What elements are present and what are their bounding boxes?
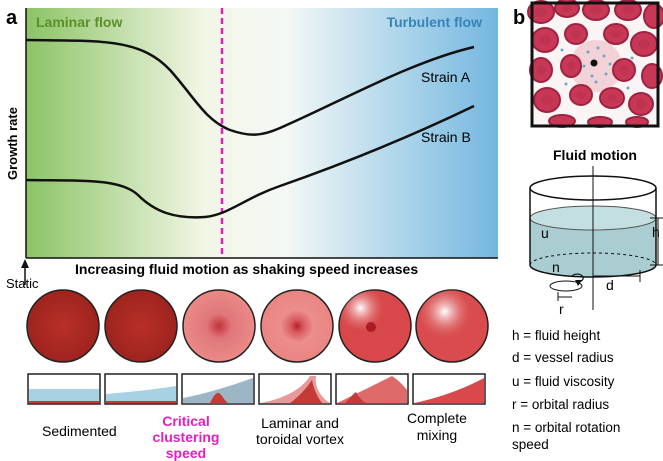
side-critical-before bbox=[104, 373, 178, 405]
strain-b-label: Strain B bbox=[421, 129, 471, 145]
strain-b-curve bbox=[25, 104, 475, 219]
legend-n: n = orbital rotation bbox=[512, 420, 620, 435]
turbulent-flow-label: Turbulent flow bbox=[387, 14, 482, 30]
flask-vortex bbox=[338, 289, 412, 363]
stage-complete-line2: mixing bbox=[417, 427, 457, 443]
side-mixing bbox=[412, 373, 486, 405]
strain-a-label: Strain A bbox=[421, 69, 471, 85]
panel-a-label: a bbox=[6, 7, 18, 29]
growth-plot: Laminar flow Turbulent flow Strain A Str… bbox=[5, 8, 498, 259]
vessel-diagram: h u d n r bbox=[529, 166, 663, 317]
static-arrow-head bbox=[21, 259, 29, 268]
panel-b-label: b bbox=[513, 7, 525, 29]
dim-n: n bbox=[552, 259, 560, 275]
stage-complete-line1: Complete bbox=[407, 410, 467, 426]
stage-critical-line2: clustering bbox=[153, 429, 220, 445]
stage-laminar-line1: Laminar and bbox=[261, 415, 339, 431]
legend-r: r = orbital radius bbox=[512, 397, 609, 412]
side-laminar bbox=[258, 373, 332, 405]
flask-sedimented bbox=[26, 289, 100, 363]
legend-n-cont: speed bbox=[512, 437, 549, 452]
y-axis-label: Growth rate bbox=[5, 107, 20, 180]
static-label: Static bbox=[6, 276, 39, 291]
panel-b-legend: h = fluid height d = vessel radius u = f… bbox=[512, 328, 620, 452]
laminar-flow-label: Laminar flow bbox=[36, 14, 122, 30]
flask-mixing bbox=[415, 289, 489, 363]
cell-micrograph bbox=[527, 0, 663, 128]
x-axis-label: Increasing fluid motion as shaking speed… bbox=[75, 261, 418, 277]
stage-critical-line1: Critical bbox=[162, 413, 209, 429]
orbit-ellipse bbox=[549, 280, 583, 292]
stage-critical-line3: speed bbox=[166, 445, 206, 461]
dim-h: h bbox=[652, 224, 660, 240]
side-critical bbox=[181, 373, 255, 405]
dim-d: d bbox=[606, 277, 614, 293]
legend-h: h = fluid height bbox=[512, 328, 600, 343]
stage-sedimented: Sedimented bbox=[42, 423, 117, 439]
flask-critical-before bbox=[104, 289, 178, 363]
legend-d: d = vessel radius bbox=[512, 350, 614, 365]
flask-critical bbox=[182, 289, 256, 363]
flask-laminar bbox=[260, 289, 334, 363]
flask-side-views bbox=[27, 373, 486, 405]
micrograph-particle bbox=[590, 59, 598, 67]
fluid-motion-label: Fluid motion bbox=[553, 147, 637, 163]
micrograph-halo bbox=[570, 40, 622, 92]
side-vortex bbox=[335, 373, 409, 405]
dim-r: r bbox=[559, 301, 564, 317]
micrograph-frame bbox=[530, 1, 660, 128]
dim-u: u bbox=[541, 225, 549, 241]
strain-a-curve bbox=[25, 38, 475, 136]
side-sedimented bbox=[27, 373, 101, 405]
flask-top-views bbox=[26, 289, 489, 363]
stage-laminar-line2: toroidal vortex bbox=[256, 431, 344, 447]
legend-u: u = fluid viscosity bbox=[512, 374, 615, 389]
